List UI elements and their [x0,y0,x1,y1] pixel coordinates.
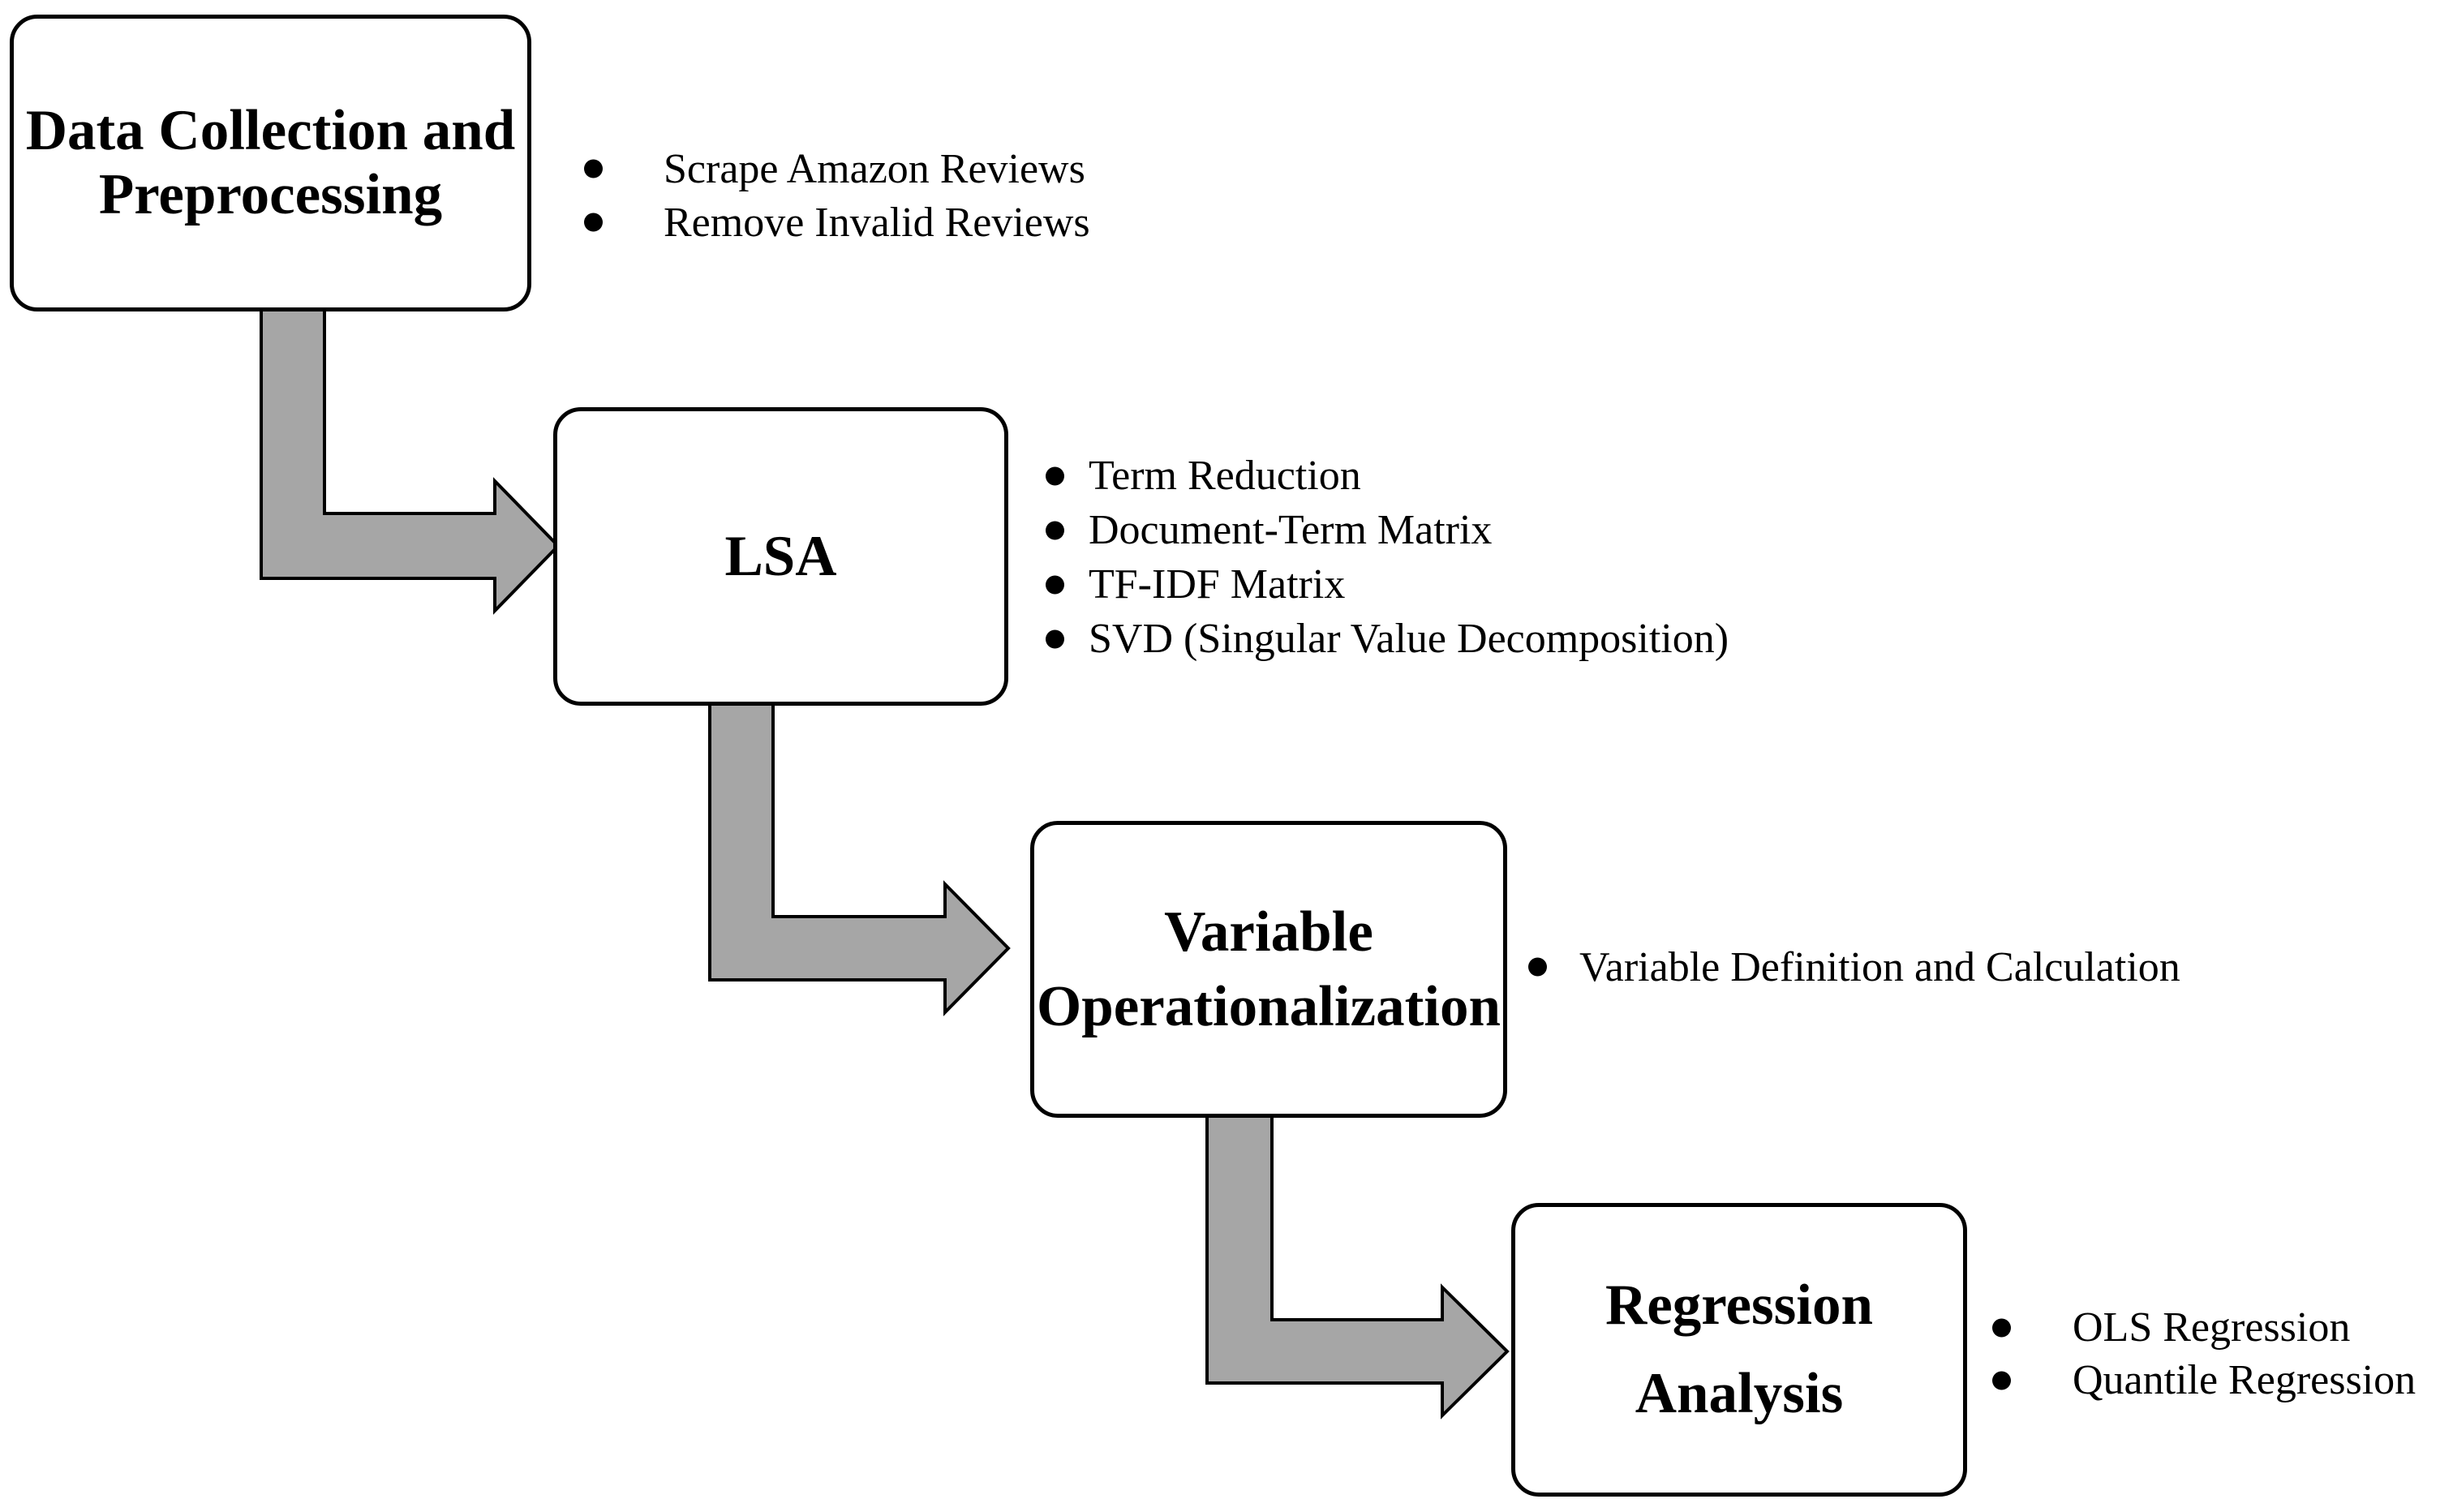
bullet-text: OLS Regression [2073,1304,2351,1351]
box-title-line: Preprocessing [98,163,443,226]
box-title-line: Data Collection and [25,99,516,162]
elbow-arrow-variable-operationalization-to-regression [1205,1113,1510,1420]
bullet-text: SVD (Singular Value Decomposition) [1089,616,1729,662]
box-title-line: Operationalization [1037,975,1501,1038]
bullet-item: Quantile Regression [1992,1354,2416,1407]
bullet-item: Scrape Amazon Reviews [584,142,1090,195]
bullet-list-lsa: Term Reduction Document-Term Matrix TF-I… [1046,449,1729,666]
bullet-text: Remove Invalid Reviews [664,199,1090,246]
bullet-list-variable-operationalization: Variable Definition and Calculation [1528,940,2180,994]
bullet-text: Quantile Regression [2073,1357,2416,1403]
box-title-line: Variable [1164,900,1373,964]
box-title-line: Analysis [1635,1362,1844,1425]
bullet-item: TF-IDF Matrix [1046,557,1729,612]
bullet-text: Term Reduction [1089,453,1361,499]
bullet-item: Variable Definition and Calculation [1528,940,2180,994]
box-data-collection: Data Collection and Preprocessing [10,15,531,311]
bullet-item: Document-Term Matrix [1046,503,1729,557]
elbow-arrow-lsa-to-variable-operationalization [708,701,1011,1016]
box-title-line: LSA [724,525,837,588]
bullet-text: TF-IDF Matrix [1089,561,1346,608]
bullet-item: Remove Invalid Reviews [584,195,1090,249]
bullet-item: OLS Regression [1992,1301,2416,1354]
bullet-item: Term Reduction [1046,449,1729,503]
bullet-text: Scrape Amazon Reviews [664,145,1085,192]
bullet-text: Variable Definition and Calculation [1579,943,2180,990]
bullet-text: Document-Term Matrix [1089,507,1493,553]
box-title-line: Regression [1605,1274,1873,1337]
box-regression-analysis: Regression Analysis [1511,1203,1967,1497]
bullet-list-regression-analysis: OLS Regression Quantile Regression [1992,1301,2416,1407]
box-lsa: LSA [553,407,1008,706]
bullet-list-data-collection: Scrape Amazon Reviews Remove Invalid Rev… [584,142,1090,249]
elbow-arrow-data-collection-to-lsa [260,305,561,615]
box-variable-operationalization: Variable Operationalization [1030,821,1507,1118]
bullet-item: SVD (Singular Value Decomposition) [1046,612,1729,666]
